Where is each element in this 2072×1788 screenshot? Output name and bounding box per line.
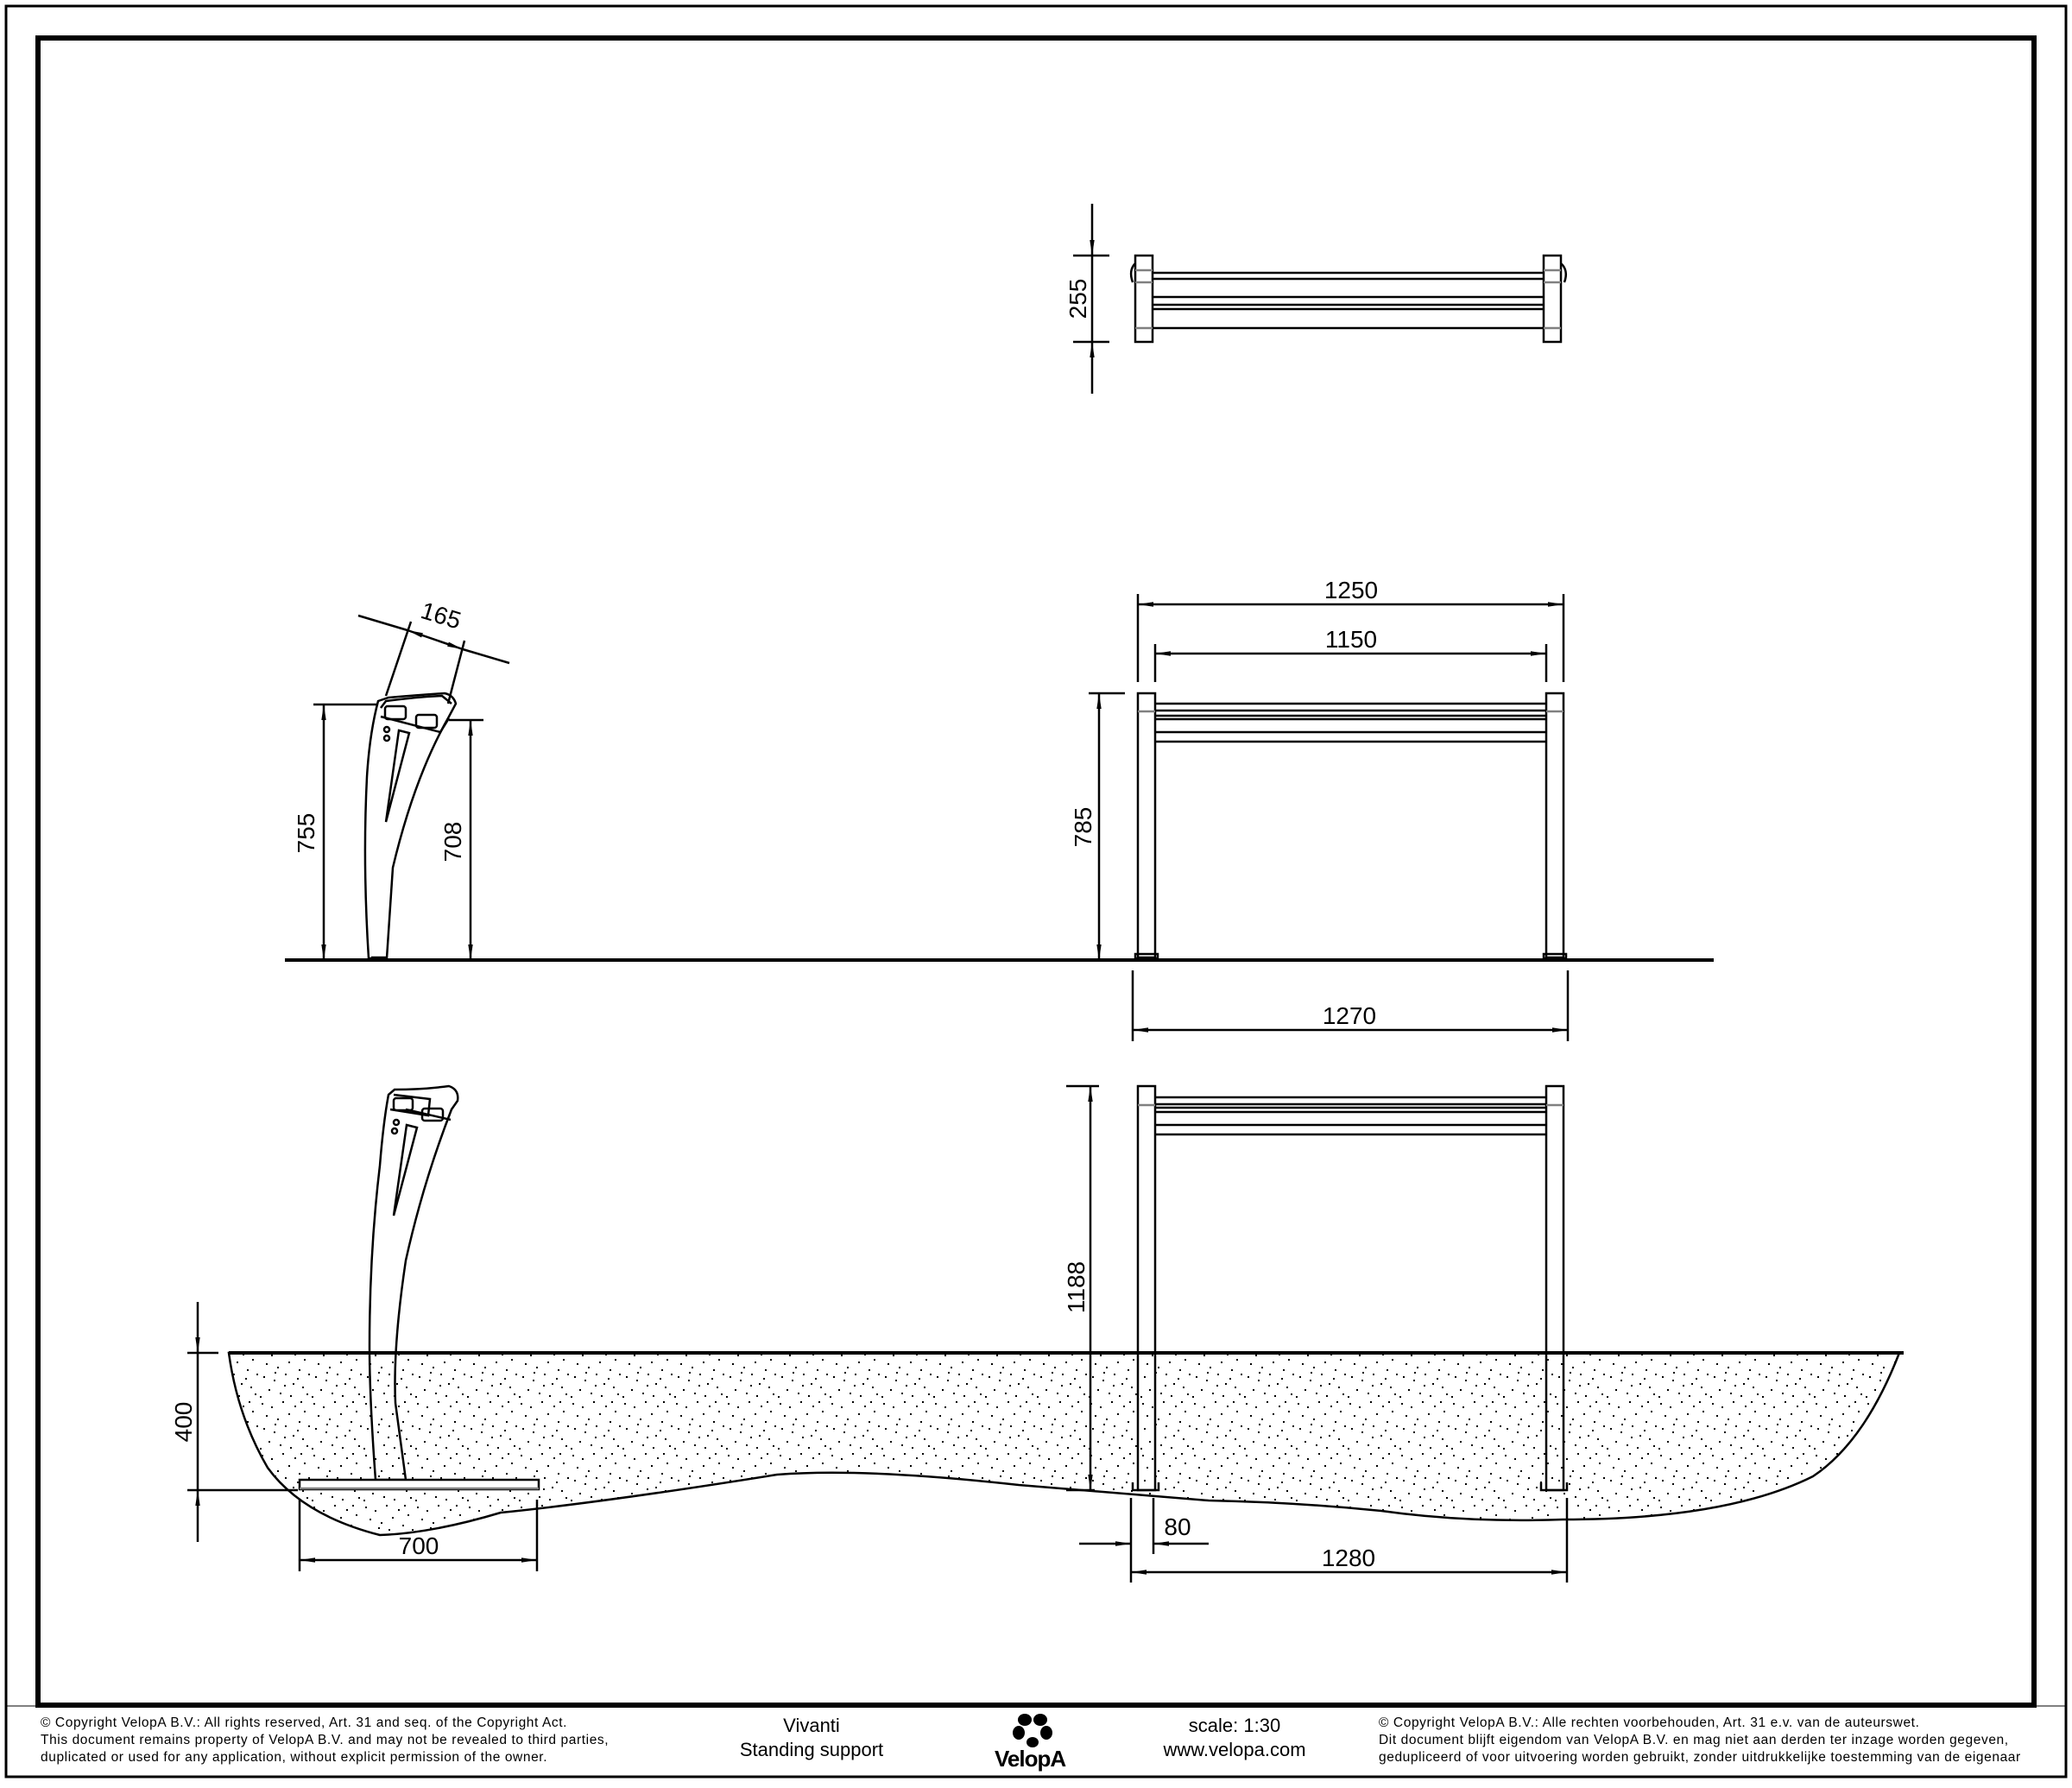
velopa-logo-text: VelopA [995,1746,1066,1772]
ground-section [227,1351,1904,1537]
product-name: Vivanti [783,1715,840,1736]
front-view-surface [1089,594,1570,1041]
copyright-nl-line-3: gedupliceerd of voor uitvoering worden g… [1379,1750,2021,1765]
dimension-embed-depth: 400 [170,1402,197,1443]
dimension-foot-width: 1280 [1322,1545,1375,1571]
front-view-embedded [1066,1084,1569,1583]
copyright-dutch: © Copyright VelopA B.V.: Alle rechten vo… [1379,1715,2021,1766]
scale-block: scale: 1:30 www.velopa.com [1131,1714,1338,1762]
drawing-scale: scale: 1:30 [1188,1715,1281,1736]
dimension-post-width: 80 [1164,1513,1191,1540]
side-view-embedded [187,1084,540,1571]
copyright-en-line-3: duplicated or used for any application, … [41,1750,548,1765]
outer-border [4,4,2068,1779]
dimension-embedded-height: 1188 [1063,1261,1090,1313]
copyright-nl-line-2: Dit document blijft eigendom van VelopA … [1379,1733,2009,1747]
copyright-en-line-2: This document remains property of VelopA… [41,1733,610,1747]
dimension-side-total-height: 755 [293,813,319,854]
dimension-front-outer-width: 1250 [1324,577,1378,603]
copyright-english: © Copyright VelopA B.V.: All rights rese… [41,1715,609,1766]
top-view [1073,204,1568,394]
velopa-flower-logo-icon [1013,1714,1052,1747]
side-view-surface [285,614,1714,962]
dimension-front-base-width: 1270 [1323,1002,1376,1029]
product-description: Standing support [739,1739,884,1760]
dimension-foot-plate-width: 700 [399,1532,439,1559]
copyright-en-line-1: © Copyright VelopA B.V.: All rights rese… [41,1715,568,1730]
copyright-nl-line-1: © Copyright VelopA B.V.: Alle rechten vo… [1379,1715,1920,1730]
dimension-top-depth: 255 [1064,279,1091,319]
website-link[interactable]: www.velopa.com [1163,1739,1306,1760]
dimension-side-front-height: 708 [439,822,466,862]
product-title-block: Vivanti Standing support [708,1714,915,1762]
dimension-side-top-width: 165 [418,597,464,634]
drawing-frame [35,35,2037,1708]
dimension-front-inner-width: 1150 [1325,626,1377,653]
dimension-front-height: 785 [1070,807,1096,848]
